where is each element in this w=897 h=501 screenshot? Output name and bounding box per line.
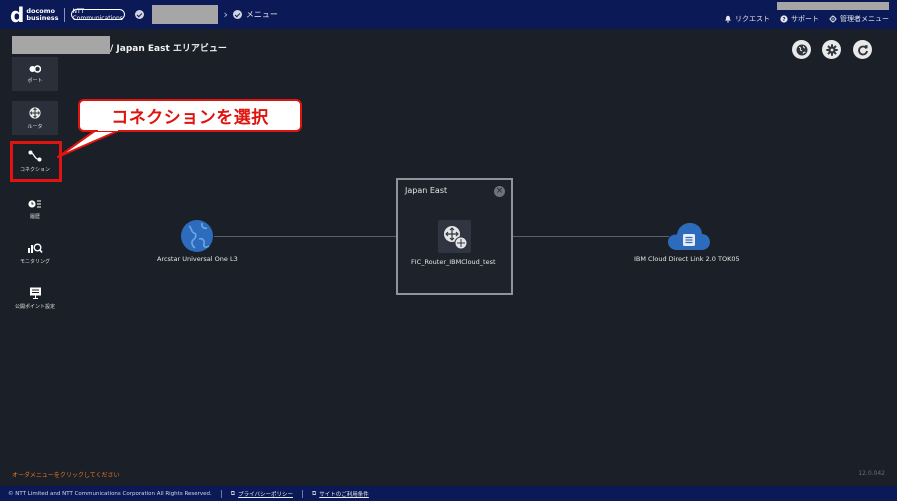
sidebar-item-label: モニタリング [19,259,50,265]
connection-line[interactable] [513,236,669,237]
close-icon[interactable]: × [494,186,505,197]
settings-button[interactable] [822,40,841,59]
terms-of-use-link[interactable]: サイトのご利用条件 [319,491,369,498]
footer: © NTT Limited and NTT Communications Cor… [0,486,897,501]
redacted-account-name [152,5,219,24]
logo-divider [64,7,66,22]
router-node[interactable] [438,220,471,253]
sidebar-item-label: ルータ [27,123,43,130]
request-link[interactable]: リクエスト [724,14,770,24]
refresh-icon [857,44,868,55]
support-link[interactable]: ? サポート [780,14,819,24]
connection-icon [28,150,42,161]
footer-divider [302,489,303,498]
help-icon: ? [780,15,788,23]
router-icon [29,106,41,119]
request-link-label: リクエスト [735,15,770,23]
node-label: IBM Cloud Direct Link 2.0 TOK05 [634,255,740,263]
sidebar-item-label: コネクション [19,166,50,173]
cloud-node-icon[interactable] [667,221,711,253]
page-title: / Japan East エリアビュー [110,44,227,54]
partner-logo-text: NTT Communications [72,7,123,22]
sidebar-item-public-point[interactable]: 公開ポイント設定 [12,281,58,315]
privacy-policy-link[interactable]: プライバシーポリシー [238,491,293,498]
redacted-user-info [777,2,889,10]
support-link-label: サポート [791,15,819,23]
breadcrumb-check-icon [135,10,145,19]
sidebar-item-connection[interactable]: コネクション [12,144,58,178]
history-icon [28,199,41,208]
version-number: 12.0.042 [858,470,885,477]
area-japan-east[interactable]: Japan East × [396,178,513,295]
globe-button[interactable] [792,40,811,59]
breadcrumb-check-icon [232,10,242,19]
instruction-callout: コネクションを選択 [78,99,302,132]
ntt-communications-logo: NTT Communications [71,7,126,22]
sidebar-item-monitoring[interactable]: モニタリング [12,236,58,270]
breadcrumb-menu-label: メニュー [245,10,278,19]
connection-highlight-box [10,141,62,182]
bell-icon [725,15,731,23]
monitoring-icon [28,243,43,254]
sidebar-item-port[interactable]: ポート [12,57,58,91]
top-bar: d docomo business NTT Communications › メ… [0,0,897,29]
docomo-business-logo[interactable]: d docomo business NTT Communications [10,0,126,29]
callout-text: コネクションを選択 [111,108,269,128]
copyright-text: © NTT Limited and NTT Communications Cor… [8,490,212,497]
external-link-icon: ⧉ [230,489,236,497]
settings-icon [825,43,838,56]
globe-icon [796,44,807,55]
chevron-right-icon: › [223,8,228,21]
connection-line[interactable] [214,236,396,237]
area-title: Japan East [405,186,448,195]
router-node-icon [443,225,467,249]
svg-text:?: ? [782,17,785,23]
logo-line-2: business [26,13,59,22]
sidebar-item-history[interactable]: 履歴 [12,192,58,226]
sidebar-item-label: 履歴 [29,213,40,220]
external-link-icon: ⧉ [312,489,317,497]
breadcrumb-menu[interactable]: メニュー [232,9,278,20]
gear-icon [829,15,837,23]
header-links: リクエスト ? サポート 管理者メニュー [724,14,889,24]
redacted-tenant-name [12,36,110,54]
sidebar-item-label: 公開ポイント設定 [14,303,55,310]
logo-mark: d [10,2,25,27]
logo-words: docomo business [26,6,59,22]
admin-menu-label: 管理者メニュー [840,15,889,23]
node-label: FIC_Router_IBMCloud_test [411,258,496,266]
sidebar-item-label: ポート [27,77,43,84]
public-point-icon [29,287,41,299]
admin-menu-link[interactable]: 管理者メニュー [829,14,889,24]
refresh-button[interactable] [853,40,872,59]
footer-divider [220,489,222,498]
node-label: Arcstar Universal One L3 [157,255,238,263]
order-menu-hint: オーダメニューをクリックしてください [12,472,120,479]
port-icon [29,64,41,73]
globe-node-icon[interactable] [180,219,214,253]
sidebar-item-router[interactable]: ルータ [12,101,58,135]
logo-line-1: docomo [26,6,56,15]
